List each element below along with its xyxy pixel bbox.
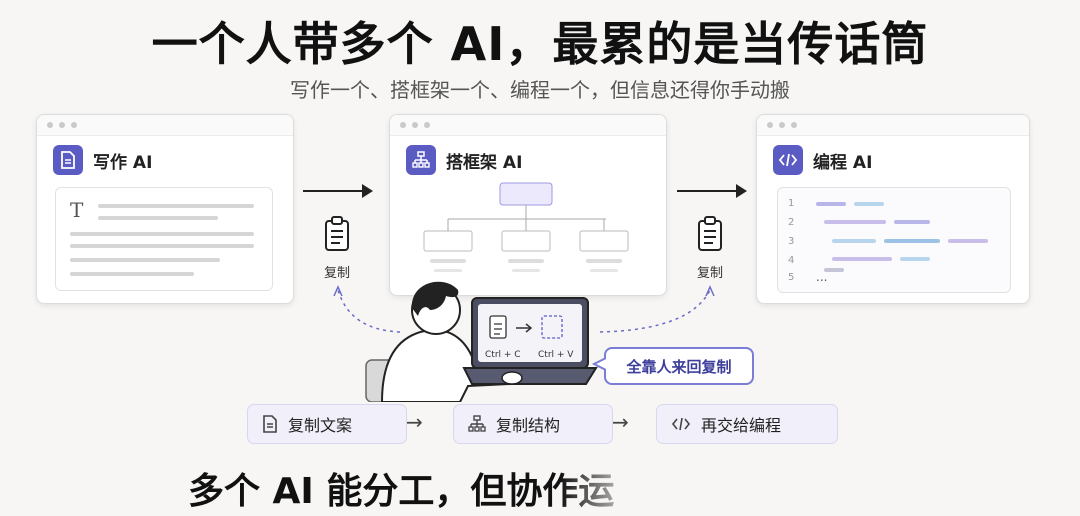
step-copy-text: 复制文案 xyxy=(247,404,407,444)
window-titlebar xyxy=(757,115,1029,136)
code-ellipsis: ... xyxy=(816,270,828,284)
flow-arrow-head xyxy=(362,184,373,198)
step-arrow: → xyxy=(612,410,629,434)
window-title: 搭框架 AI xyxy=(446,152,523,173)
window-titlebar xyxy=(390,115,666,136)
writing-ai-window: 写作 AI T xyxy=(36,114,294,304)
structure-diagram xyxy=(423,182,629,272)
text-icon: T xyxy=(70,198,84,222)
flow-arrow xyxy=(303,190,363,192)
window-title: 编程 AI xyxy=(813,152,873,173)
step-label: 再交给编程 xyxy=(701,416,782,435)
step-hand-to-coding: 再交给编程 xyxy=(656,404,838,444)
document-icon xyxy=(53,145,83,175)
page-subtitle: 写作一个、搭框架一个、编程一个，但信息还得你手动搬 xyxy=(290,78,790,102)
hierarchy-icon xyxy=(406,145,436,175)
speech-bubble: 全靠人来回复制 xyxy=(604,347,754,385)
flow-arrow xyxy=(677,190,737,192)
line-number: 1 xyxy=(788,198,795,209)
code-icon xyxy=(773,145,803,175)
window-title: 写作 AI xyxy=(93,152,153,173)
document-icon xyxy=(263,415,277,433)
copy-label: 复制 xyxy=(697,266,724,281)
person-at-laptop-illustration xyxy=(365,281,598,402)
page-title: 一个人带多个 AI，最累的是当传话筒 xyxy=(151,17,929,71)
step-arrow: → xyxy=(406,410,423,434)
framework-ai-window: 搭框架 AI xyxy=(389,114,667,296)
step-label: 复制文案 xyxy=(288,416,353,435)
line-number: 3 xyxy=(788,236,795,247)
text-document-area: T xyxy=(55,187,273,291)
fade-overlay xyxy=(560,455,700,516)
ctrl-c-label: Ctrl + C xyxy=(485,350,521,360)
line-number: 4 xyxy=(788,255,795,266)
footer-caption: 多个 AI 能分工，但协作运 xyxy=(188,471,615,512)
coding-ai-window: 编程 AI 1 2 3 4 5 ... xyxy=(756,114,1030,304)
copy-label: 复制 xyxy=(324,266,351,281)
ctrl-v-label: Ctrl + V xyxy=(538,350,574,360)
flow-arrow-head xyxy=(736,184,747,198)
clipboard-icon xyxy=(698,216,722,251)
step-label: 复制结构 xyxy=(496,416,561,435)
code-editor: 1 2 3 4 5 ... xyxy=(777,187,1011,293)
line-number: 5 xyxy=(788,272,795,283)
step-copy-structure: 复制结构 xyxy=(453,404,613,444)
window-titlebar xyxy=(37,115,293,136)
hierarchy-icon xyxy=(468,415,486,432)
line-number: 2 xyxy=(788,217,795,228)
bubble-tail xyxy=(592,357,606,371)
clipboard-icon xyxy=(325,216,349,251)
code-icon xyxy=(671,417,691,431)
